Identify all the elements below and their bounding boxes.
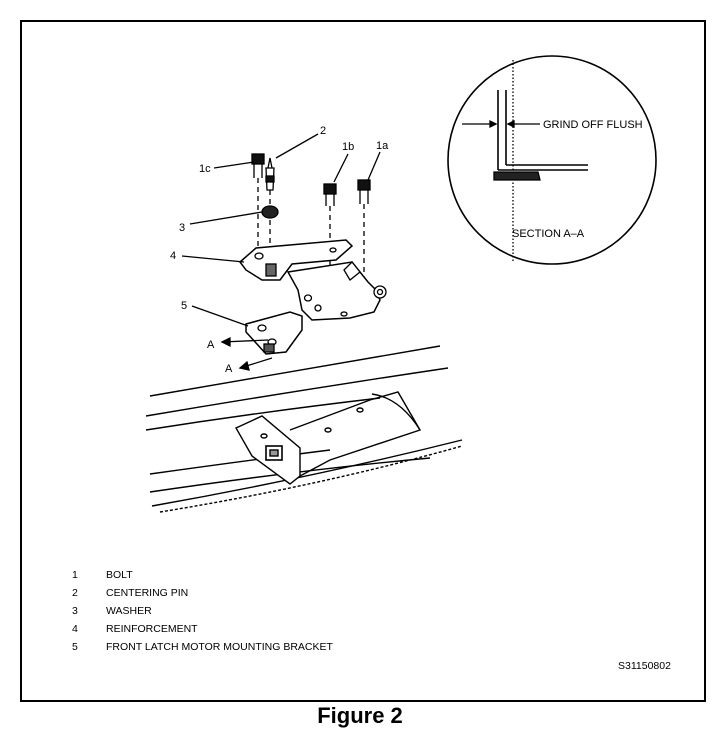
legend-item: 4 REINFORCEMENT <box>72 620 452 638</box>
section-detail-circle <box>447 55 657 265</box>
legend-item: 1 BOLT <box>72 566 452 584</box>
legend-label: REINFORCEMENT <box>106 623 198 635</box>
legend-item: 2 CENTERING PIN <box>72 584 452 602</box>
section-label-a-lower: A <box>225 363 233 375</box>
legend-number: 2 <box>72 587 78 599</box>
section-label-a-upper: A <box>207 339 215 351</box>
bolt-1a <box>357 179 371 300</box>
callout-4: 4 <box>170 250 176 262</box>
drawing-code: S31150802 <box>618 660 671 672</box>
legend-number: 4 <box>72 623 78 635</box>
vehicle-front-structure <box>145 345 463 513</box>
callout-1a: 1a <box>376 140 389 152</box>
grind-off-flush-note: GRIND OFF FLUSH <box>543 119 643 131</box>
washer-3 <box>261 205 279 248</box>
front-latch-motor-bracket-5 <box>245 261 387 355</box>
figure-caption: Figure 2 <box>317 703 403 728</box>
callout-3: 3 <box>179 222 185 234</box>
bolt-1c <box>251 153 265 250</box>
legend-label: FRONT LATCH MOTOR MOUNTING BRACKET <box>106 641 333 653</box>
callout-1c: 1c <box>199 163 211 175</box>
section-view-title: SECTION A–A <box>512 228 585 240</box>
callout-1b: 1b <box>342 141 354 153</box>
legend-number: 1 <box>72 569 78 581</box>
diagram-frame <box>20 20 706 702</box>
centering-pin-2 <box>265 157 275 205</box>
legend-item: 3 WASHER <box>72 602 452 620</box>
callout-5: 5 <box>181 300 187 312</box>
legend-label: BOLT <box>106 569 133 581</box>
legend-number: 3 <box>72 605 78 617</box>
reinforcement-4 <box>238 239 354 281</box>
legend-label: WASHER <box>106 605 152 617</box>
legend-number: 5 <box>72 641 78 653</box>
legend-item: 5 FRONT LATCH MOTOR MOUNTING BRACKET <box>72 638 452 656</box>
callout-2: 2 <box>320 125 326 137</box>
legend-label: CENTERING PIN <box>106 587 189 599</box>
parts-legend: 1 BOLT 2 CENTERING PIN 3 WASHER 4 REINFO… <box>72 566 452 656</box>
